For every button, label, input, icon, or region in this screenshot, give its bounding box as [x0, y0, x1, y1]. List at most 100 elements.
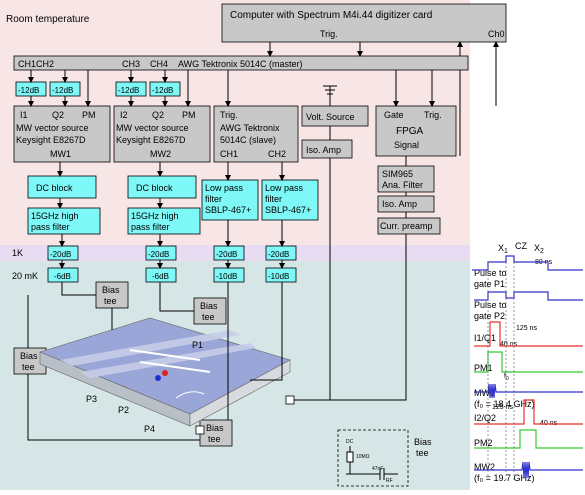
timing-width-40ns-1: 40 ns — [500, 341, 518, 348]
mw2-port-q2: Q2 — [152, 110, 164, 120]
awg-slave-line1: AWG Tektronix — [220, 123, 280, 133]
computer-ch0: Ch0 — [488, 29, 505, 39]
attenuator-mk-1-label: -6dB — [54, 272, 71, 281]
mw2-line1: MW vector source — [116, 123, 189, 133]
bias-tee-4: Bias tee — [199, 419, 233, 447]
gate-label-p4: P4 — [144, 424, 155, 434]
iso-amp-label-1: Iso. Amp — [306, 145, 341, 155]
gate-label-p2: P2 — [118, 405, 129, 415]
dc-block-1-label: DC block — [36, 183, 73, 193]
timing-row-2-line2: gate P2 — [474, 311, 505, 321]
mw1-box — [13, 105, 111, 163]
attenuator-room-4-label: -12dB — [152, 86, 173, 95]
svg-text:tee: tee — [22, 362, 35, 372]
lowpass-filter-2 — [261, 179, 319, 221]
svg-text:tee: tee — [104, 296, 117, 306]
attenuator-1k-1-label: -20dB — [50, 250, 71, 259]
mw2-box — [113, 105, 211, 163]
timing-trace-mw2 — [474, 461, 583, 479]
fpga-gate: Gate — [384, 110, 404, 120]
mw1-port-q2: Q2 — [52, 110, 64, 120]
bias-tee-circuit-inset — [337, 429, 409, 487]
gate-label-p1: P1 — [192, 340, 203, 350]
computer-box — [221, 3, 507, 43]
lowpass-1-line1: Low pass — [205, 183, 244, 193]
lowpass-1-line2: filter — [205, 194, 222, 204]
mw1-line2: Keysight E8267D — [16, 135, 86, 145]
timing-row-5-line2: (f₀ = 18.4 GHz) — [474, 399, 535, 409]
timing-trace-i2q2 — [474, 399, 583, 425]
curr-preamp-box — [377, 217, 441, 235]
mw1-line1: MW vector source — [16, 123, 89, 133]
timing-trace-pm2 — [474, 429, 583, 449]
curr-preamp-label: Curr. preamp — [380, 221, 433, 231]
attenuator-mk-2-label: -6dB — [152, 272, 169, 281]
computer-title: Computer with Spectrum M4i.44 digitizer … — [230, 10, 432, 21]
attenuator-room-1-label: -12dB — [18, 86, 39, 95]
sim965-line2: Ana. Filter — [382, 180, 423, 190]
timing-x2: X2 — [534, 243, 544, 255]
timing-row-3-line1: I1/Q1 — [474, 333, 496, 343]
timing-row-5-line1: MW1 — [474, 388, 495, 398]
iso-amp-label-2: Iso. Amp — [382, 199, 417, 209]
mk-label: 20 mK — [12, 271, 38, 281]
contact-pad-right — [285, 395, 295, 405]
bias-tee-inset-line2: tee — [416, 448, 429, 458]
lowpass-2-line1: Low pass — [265, 183, 304, 193]
timing-row-8-line2: (f₀ = 19.7 GHz) — [474, 473, 535, 483]
volt-source-box — [301, 105, 369, 127]
attenuator-room-2-label: -12dB — [52, 86, 73, 95]
signal-wiring — [27, 41, 499, 441]
attenuator-1k-3-label: -20dB — [216, 250, 237, 259]
sim965-box — [377, 165, 435, 193]
mw1-port-pm: PM — [82, 110, 96, 120]
timing-row-1-line1: Pulse to — [474, 268, 507, 278]
bias-tee-dc-label: DC — [346, 439, 354, 445]
awg-master-ch3: CH3 — [122, 59, 140, 69]
highpass-2-line2: pass filter — [131, 222, 170, 232]
timing-row-6-line1: I2/Q2 — [474, 413, 496, 423]
bias-tee-resistor-label: 10MΩ — [356, 454, 370, 460]
bias-tee-2: Bias tee — [193, 297, 227, 325]
highpass-filter-1 — [27, 207, 101, 235]
highpass-2-line1: 15GHz high — [131, 211, 179, 221]
timing-row-7-line1: PM2 — [474, 438, 493, 448]
bias-tee-1: Bias tee — [95, 281, 129, 309]
bias-tee-rf-label: RF — [386, 478, 393, 484]
fpga-trig: Trig. — [424, 110, 442, 120]
timing-row-1-line2: gate P1 — [474, 279, 505, 289]
timing-trace-pm1 — [474, 351, 583, 373]
timing-width-125ns-2: 125 ns — [492, 404, 514, 411]
lowpass-2-line2: filter — [265, 194, 282, 204]
timing-cz: CZ — [515, 241, 527, 251]
attenuator-1k-4-label: -20dB — [268, 250, 289, 259]
volt-source-label: Volt. Source — [306, 112, 355, 122]
lowpass-2-line3: SBLP-467+ — [265, 205, 311, 215]
attenuator-room-3-label: -12dB — [118, 86, 139, 95]
attenuator-1k-2-label: -20dB — [148, 250, 169, 259]
bias-tee-inset-line1: Bias — [414, 437, 432, 447]
svg-text:Bias: Bias — [102, 285, 120, 295]
timing-row-8-line1: MW2 — [474, 462, 495, 472]
iso-amp-box-1 — [301, 139, 353, 159]
awg-slave-ch1: CH1 — [220, 149, 238, 159]
room-temperature-label: Room temperature — [6, 14, 90, 25]
bias-tee-circuit-wires — [346, 446, 398, 480]
highpass-filter-2 — [127, 207, 201, 235]
lowpass-filter-1 — [201, 179, 259, 221]
highpass-1-line1: 15GHz high — [31, 211, 79, 221]
timing-diagram: X1 CZ X2 80 ns 125 ns 40 ns 125 ns 40 ns… — [472, 241, 583, 483]
sim965-line1: SIM965 — [382, 169, 413, 179]
awg-master-ch4: CH4 — [150, 59, 168, 69]
timing-row-2-line1: Pulse to — [474, 300, 507, 310]
mw1-port-i1: I1 — [20, 110, 28, 120]
bias-tee-capacitor-label: 47nF — [372, 466, 383, 472]
attenuator-mk-3-label: -10dB — [216, 272, 237, 281]
timing-row-4-line1: PM1 — [474, 363, 493, 373]
one-kelvin-label: 1K — [12, 248, 23, 258]
dc-block-2-label: DC block — [136, 183, 173, 193]
contact-pad-bottom — [195, 425, 205, 435]
svg-text:Bias: Bias — [20, 351, 38, 361]
awg-slave-trig: Trig. — [220, 110, 238, 120]
